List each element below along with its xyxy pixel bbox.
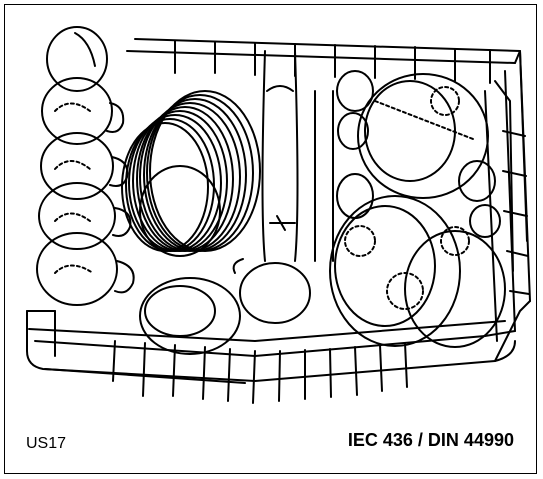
model-code-label: US17 [26,435,67,452]
basket-back-frame [126,38,531,302]
standard-label: IEC 436 / DIN 44990 [347,430,514,450]
bowls-right [329,73,506,348]
basket-front-tines [112,340,408,404]
bowls-front [139,258,311,355]
plates-stack [121,90,261,257]
cups-left [36,26,135,306]
basket-bottom-frame [26,300,531,384]
basket-right-side [484,50,530,342]
center-divider [261,50,334,262]
dishwasher-basket-illustration [26,26,531,404]
cups-right [336,70,374,219]
figure-frame: US17 IEC 436 / DIN 44990 [4,4,537,474]
